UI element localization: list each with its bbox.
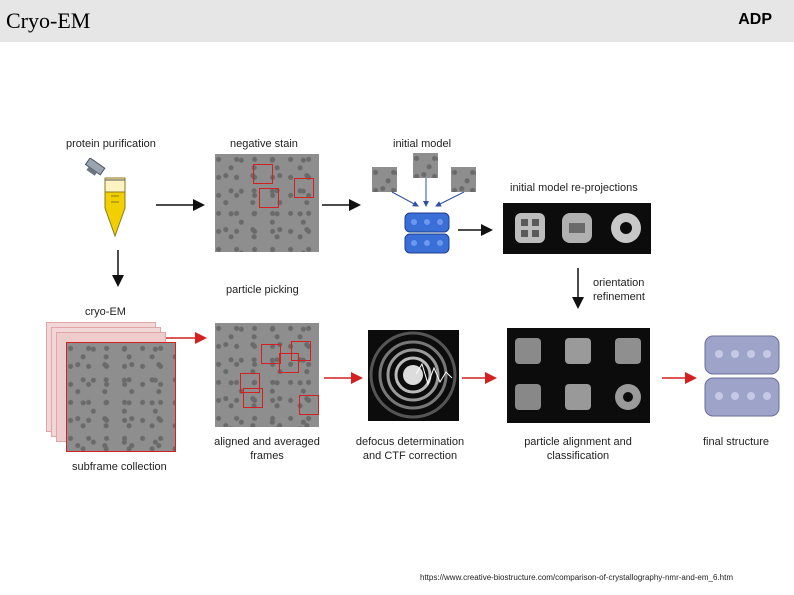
- slide-header: Cryo-EM ADP: [0, 0, 794, 42]
- label-initial-model: initial model: [393, 138, 452, 150]
- subframe-stack: [46, 322, 176, 454]
- reprojections-strip: [503, 203, 651, 254]
- label-refinement: refinement: [593, 291, 645, 303]
- label-final-structure: final structure: [703, 436, 770, 448]
- negative-stain-micrograph: [215, 154, 319, 252]
- model-converge-arrows: [391, 178, 465, 207]
- particle-box: [291, 341, 311, 361]
- header-tag: ADP: [738, 11, 772, 28]
- particle-box: [243, 388, 263, 408]
- aligned-frames-micrograph: [215, 323, 319, 427]
- particle-box: [294, 178, 314, 198]
- protein-tube-icon: [84, 158, 126, 238]
- label-defocus-2: and CTF correction: [362, 450, 458, 462]
- label-cryo-em: cryo-EM: [85, 306, 126, 318]
- label-particle-picking: particle picking: [226, 284, 299, 296]
- label-aligned-1: aligned and averaged: [214, 436, 320, 448]
- particle-box: [253, 164, 273, 184]
- label-aligned-2: frames: [250, 450, 284, 462]
- particle-box: [279, 353, 299, 373]
- label-reprojections: initial model re-projections: [510, 182, 638, 194]
- label-negative-stain: negative stain: [230, 138, 298, 150]
- label-orientation: orientation: [593, 277, 645, 289]
- label-alignment-1: particle alignment and: [524, 436, 632, 448]
- particle-box: [299, 395, 319, 415]
- particle-box: [261, 344, 281, 364]
- class-average-thumb: [451, 167, 476, 192]
- label-defocus-1: defocus determination: [355, 436, 465, 448]
- class-average-thumb: [372, 167, 397, 192]
- final-structure-3d: [704, 335, 780, 417]
- ctf-power-spectrum: [368, 330, 459, 421]
- particle-box: [240, 373, 260, 393]
- label-alignment-2: classification: [546, 450, 610, 462]
- label-protein-purification: protein purification: [66, 138, 156, 150]
- initial-model-3d: [404, 212, 450, 254]
- slide-title: Cryo-EM: [6, 8, 91, 33]
- source-url: https://www.creative-biostructure.com/co…: [420, 573, 733, 582]
- class-average-thumb: [413, 153, 438, 178]
- label-subframe-collection: subframe collection: [72, 461, 167, 473]
- particle-box: [259, 188, 279, 208]
- class-averages-grid: [507, 328, 650, 423]
